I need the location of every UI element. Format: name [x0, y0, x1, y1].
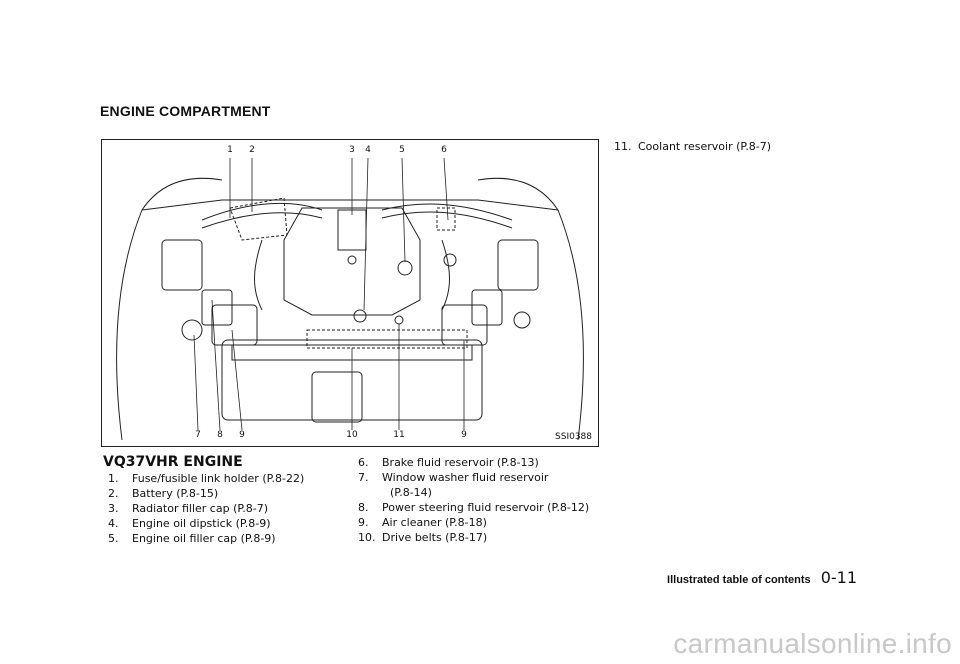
- item-number: 10.: [358, 531, 376, 544]
- callout-3: 3: [349, 145, 355, 155]
- item-text-continued: (P.8-14): [390, 486, 432, 499]
- item-text: Brake fluid reservoir (P.8-13): [382, 456, 539, 469]
- item-number: 11.: [614, 140, 632, 153]
- callout-1: 1: [227, 145, 233, 155]
- item-number: 9.: [358, 516, 369, 529]
- engine-drawing: [116, 157, 584, 441]
- engine-illustration: 1 2 3 4 5 6 7 8 9 10 11 9 SSI0388: [101, 139, 599, 447]
- item-text: Window washer fluid reservoir: [382, 471, 549, 484]
- list-item: 2. Battery (P.8-15): [108, 486, 348, 501]
- footer-section-title: Illustrated table of contents: [667, 574, 811, 586]
- item-text: Engine oil dipstick (P.8-9): [132, 517, 271, 530]
- list-item: 5. Engine oil filler cap (P.8-9): [108, 531, 348, 546]
- list-item: 4. Engine oil dipstick (P.8-9): [108, 516, 348, 531]
- item-text: Battery (P.8-15): [132, 487, 219, 500]
- callout-5: 5: [399, 145, 405, 155]
- callout-4: 4: [365, 145, 371, 155]
- item-text: Engine oil filler cap (P.8-9): [132, 532, 276, 545]
- item-text: Air cleaner (P.8-18): [382, 516, 487, 529]
- list-item: 8. Power steering fluid reservoir (P.8-12…: [358, 500, 618, 515]
- item-text: Drive belts (P.8-17): [382, 531, 488, 544]
- item-number: 5.: [108, 532, 119, 545]
- callout-11: 11: [393, 430, 405, 440]
- list-item: 1. Fuse/fusible link holder (P.8-22): [108, 471, 348, 486]
- item-number: 4.: [108, 517, 119, 530]
- section-title: ENGINE COMPARTMENT: [100, 103, 271, 119]
- component-list-column-3: 11. Coolant reservoir (P.8-7): [614, 139, 874, 154]
- list-item: 3. Radiator filler cap (P.8-7): [108, 501, 348, 516]
- component-list-column-1: 1. Fuse/fusible link holder (P.8-22) 2. Ba…: [108, 471, 348, 546]
- list-item: 6. Brake fluid reservoir (P.8-13): [358, 455, 618, 470]
- list-item: 10. Drive belts (P.8-17): [358, 530, 618, 545]
- item-text: Coolant reservoir (P.8-7): [638, 140, 772, 153]
- item-number: 7.: [358, 471, 369, 484]
- engine-heading: VQ37VHR ENGINE: [103, 454, 243, 470]
- list-item: 7. Window washer fluid reservoir (P.8-14): [358, 470, 618, 500]
- component-list-column-2: 6. Brake fluid reservoir (P.8-13) 7. Windo…: [358, 455, 618, 545]
- list-item: 11. Coolant reservoir (P.8-7): [614, 139, 874, 154]
- item-number: 1.: [108, 472, 119, 485]
- page-number: 0-11: [820, 568, 857, 587]
- callout-7: 7: [195, 430, 201, 440]
- figure-code: SSI0388: [555, 432, 592, 442]
- item-number: 3.: [108, 502, 119, 515]
- callout-6: 6: [441, 145, 447, 155]
- item-text: Power steering fluid reservoir (P.8-12): [382, 501, 590, 514]
- item-number: 6.: [358, 456, 369, 469]
- watermark: carmanualsonline.info: [673, 628, 952, 659]
- item-number: 2.: [108, 487, 119, 500]
- item-text: Fuse/fusible link holder (P.8-22): [132, 472, 305, 485]
- callout-9-left: 9: [239, 430, 245, 440]
- page-footer: Illustrated table of contents 0-11: [667, 568, 857, 587]
- list-item: 9. Air cleaner (P.8-18): [358, 515, 618, 530]
- callout-9-right: 9: [461, 430, 467, 440]
- item-number: 8.: [358, 501, 369, 514]
- callout-10: 10: [346, 430, 358, 440]
- callout-8: 8: [217, 430, 223, 440]
- item-text: Radiator filler cap (P.8-7): [132, 502, 269, 515]
- callout-2: 2: [249, 145, 255, 155]
